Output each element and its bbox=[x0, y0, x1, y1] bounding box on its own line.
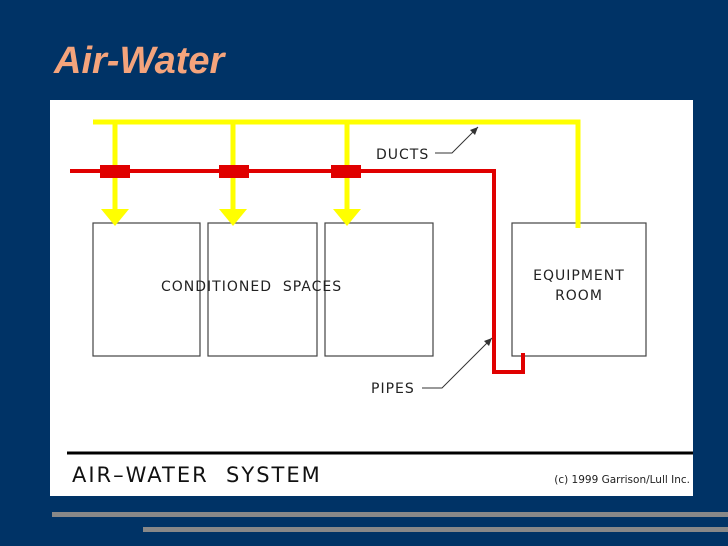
conditioned-space-box-1 bbox=[92, 222, 201, 357]
pipe-valve-2 bbox=[219, 165, 249, 178]
copyright-label: (c) 1999 Garrison/Lull Inc. bbox=[554, 474, 690, 486]
diagram-panel: DUCTS PIPES CONDITIONED SPACES EQUIPMENT… bbox=[50, 100, 693, 496]
ducts bbox=[93, 119, 581, 228]
footer-bar-top bbox=[52, 512, 728, 517]
duct-arrow-3 bbox=[333, 209, 361, 226]
equipment-room-label-line2: ROOM bbox=[555, 288, 603, 304]
system-title: AIR–WATER SYSTEM bbox=[72, 463, 322, 487]
conditioned-space-box-2 bbox=[207, 222, 318, 357]
equipment-room-label-line1: EQUIPMENT bbox=[533, 268, 625, 284]
pipes-leader bbox=[422, 337, 493, 389]
air-water-diagram: DUCTS PIPES CONDITIONED SPACES EQUIPMENT… bbox=[67, 119, 693, 487]
pipe-valve-1 bbox=[100, 165, 130, 178]
slide-title: Air-Water bbox=[54, 40, 225, 82]
footer-bar-bottom bbox=[143, 527, 728, 532]
pipes bbox=[70, 165, 525, 374]
ducts-label: DUCTS bbox=[376, 147, 429, 163]
conditioned-spaces-label: CONDITIONED SPACES bbox=[161, 279, 342, 295]
duct-arrow-2 bbox=[219, 209, 247, 226]
pipe-valve-3 bbox=[331, 165, 361, 178]
equipment-room-box bbox=[511, 222, 647, 357]
duct-arrow-1 bbox=[101, 209, 129, 226]
pipes-label: PIPES bbox=[371, 381, 415, 397]
ducts-leader bbox=[435, 126, 479, 154]
conditioned-space-box-3 bbox=[324, 222, 434, 357]
